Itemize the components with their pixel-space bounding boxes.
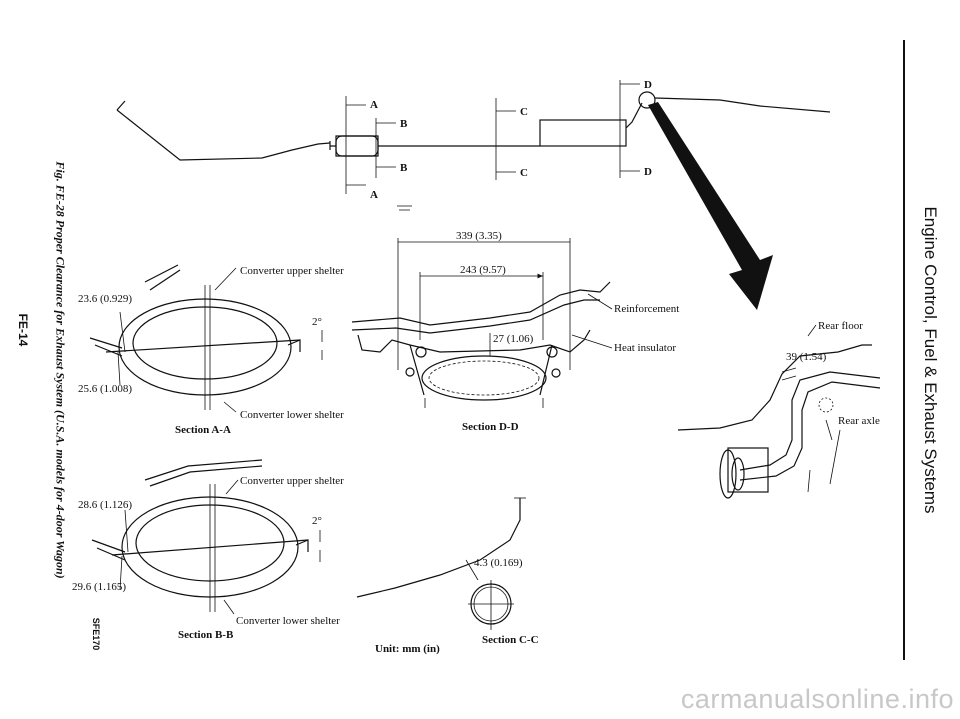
exhaust-overview: A B B A C C D D [116,79,831,211]
bb-lower-shelter: Converter lower shelter [236,615,340,627]
cc-dim: 4.3 (0.169) [474,557,523,569]
dd-dim-inner: 243 (9.57) [460,264,506,276]
rear-floor-label: Rear floor [818,320,863,332]
rear-detail: Rear floor 39 (1.54) Rear axle [677,320,881,499]
aa-dim-upper: 23.6 (0.929) [78,293,132,305]
dd-title: Section D-D [462,421,519,433]
bb-dim-lower: 29.6 (1.165) [72,581,126,593]
cc-title: Section C-C [482,634,539,646]
bb-dim-upper: 28.6 (1.126) [78,499,132,511]
dd-dim-outer: 339 (3.35) [456,230,502,242]
section-aa: 23.6 (0.929) 25.6 (1.008) 2° Converter u… [78,264,344,436]
rear-detail-arrow [648,102,773,310]
aa-angle: 2° [312,316,322,328]
mark-b-top: B [400,118,408,130]
bb-angle: 2° [312,515,322,527]
mark-c-bottom: C [520,167,528,179]
aa-title: Section A-A [175,424,231,436]
section-dd: 339 (3.35) 243 (9.57) 27 (1.06) Reinforc… [351,230,679,433]
mark-d-bottom: D [644,166,652,178]
dd-reinforcement: Reinforcement [614,303,679,315]
aa-dim-lower: 25.6 (1.008) [78,383,132,395]
rear-dim: 39 (1.54) [786,351,827,363]
mark-d-top: D [644,79,652,91]
watermark: carmanualsonline.info [680,684,954,714]
section-cc: 4.3 (0.169) Section C-C [356,497,539,646]
aa-lower-shelter: Converter lower shelter [240,409,344,421]
bb-upper-shelter: Converter upper shelter [240,475,344,487]
vertical-rule [903,40,905,660]
bb-title: Section B-B [178,629,234,641]
mark-b-bottom: B [400,162,408,174]
mark-c-top: C [520,106,528,118]
aa-upper-shelter: Converter upper shelter [240,265,344,277]
mark-a-bottom: A [370,189,378,201]
rear-axle-label: Rear axle [838,415,880,427]
dd-dim-gap: 27 (1.06) [493,333,534,345]
dd-heat-insulator: Heat insulator [614,342,676,354]
section-bb: 28.6 (1.126) 29.6 (1.165) 2° Converter u… [72,459,344,641]
mark-a-top: A [370,99,378,111]
units-note: Unit: mm (in) [375,643,440,655]
